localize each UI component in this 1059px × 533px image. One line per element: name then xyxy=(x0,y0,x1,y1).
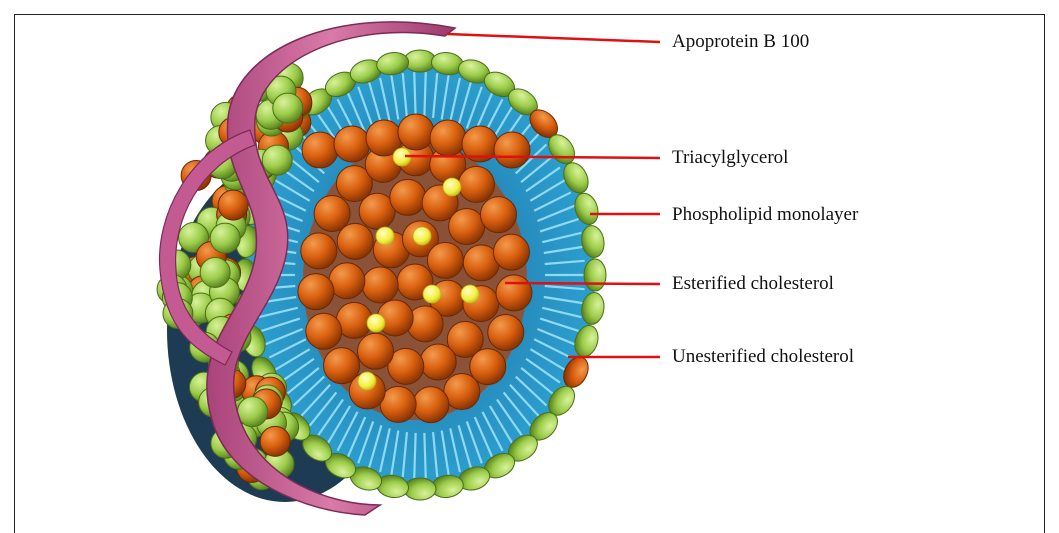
label-phospholipid-monolayer: Phospholipid monolayer xyxy=(672,205,858,224)
cholesteryl-ester-sphere xyxy=(488,314,524,350)
phospholipid-tail xyxy=(414,433,415,478)
triacylglycerol-dot xyxy=(376,227,394,245)
leader-esterified xyxy=(505,283,660,284)
cholesteryl-ester-sphere xyxy=(298,274,334,310)
cholesteryl-ester-sphere xyxy=(301,233,337,269)
leader-apoprotein xyxy=(447,34,660,42)
label-triacylglycerol: Triacylglycerol xyxy=(672,148,788,167)
triacylglycerol-dot xyxy=(367,314,385,332)
cholesteryl-ester-sphere xyxy=(470,349,506,385)
phospholipid-tail xyxy=(424,433,425,478)
cholesteryl-ester-sphere xyxy=(496,275,532,311)
label-apoprotein-b100: Apoprotein B 100 xyxy=(672,32,809,51)
cholesteryl-ester-sphere xyxy=(260,426,290,456)
label-esterified-cholesterol: Esterified cholesterol xyxy=(672,274,834,293)
cholesteryl-ester-sphere xyxy=(398,114,434,150)
cholesteryl-ester-sphere xyxy=(302,132,338,168)
cholesteryl-ester-sphere xyxy=(324,348,360,384)
phospholipid-head xyxy=(210,223,240,253)
cholesteryl-ester-sphere xyxy=(480,197,516,233)
cholesteryl-ester-sphere xyxy=(420,344,456,380)
phospholipid-head xyxy=(273,93,303,123)
triacylglycerol-dot xyxy=(423,285,441,303)
cholesteryl-ester-sphere xyxy=(334,126,370,162)
cholesteryl-ester-sphere xyxy=(218,190,248,220)
phospholipid-head xyxy=(584,259,606,291)
cholesteryl-ester-sphere xyxy=(362,267,398,303)
cholesteryl-ester-sphere xyxy=(458,166,494,202)
phospholipid-head xyxy=(238,397,268,427)
cholesteryl-ester-sphere xyxy=(494,132,530,168)
cholesteryl-ester-sphere xyxy=(493,234,529,270)
cholesteryl-ester-sphere xyxy=(306,313,342,349)
cholesteryl-ester-sphere xyxy=(390,179,426,215)
triacylglycerol-dot xyxy=(443,178,461,196)
cholesteryl-ester-sphere xyxy=(449,209,485,245)
cholesteryl-ester-sphere xyxy=(430,120,466,156)
cholesteryl-ester-sphere xyxy=(413,387,449,423)
triacylglycerol-dot xyxy=(358,372,376,390)
cholesteryl-ester-sphere xyxy=(314,196,350,232)
phospholipid-tail xyxy=(424,72,425,117)
label-unesterified-cholesterol: Unesterified cholesterol xyxy=(672,347,854,366)
phospholipid-tail xyxy=(414,72,415,117)
ldl-particle xyxy=(157,22,606,515)
cholesteryl-ester-sphere xyxy=(427,242,463,278)
cholesteryl-ester-sphere xyxy=(357,333,393,369)
phospholipid-head xyxy=(200,257,230,287)
triacylglycerol-dot xyxy=(461,285,479,303)
triacylglycerol-dot xyxy=(413,227,431,245)
phospholipid-head xyxy=(262,145,292,175)
